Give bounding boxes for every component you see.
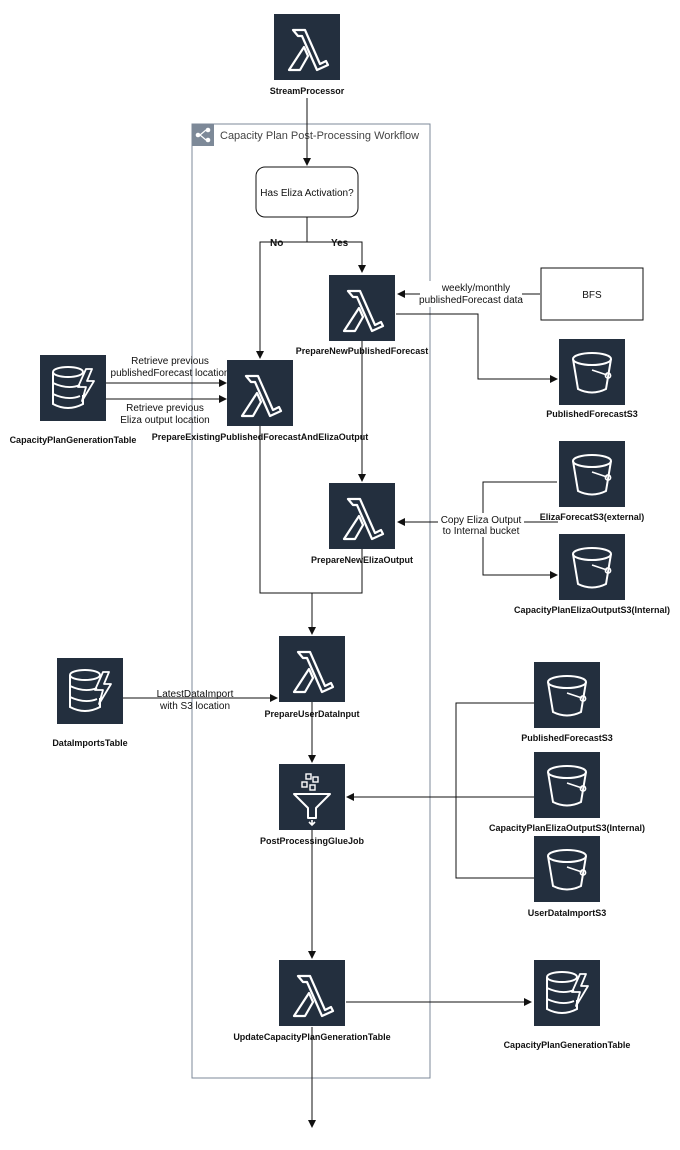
lambda-icon[interactable] bbox=[279, 960, 345, 1026]
node-user-data-import-s3: UserDataImportS3 bbox=[528, 908, 607, 918]
edge-s3-bracket bbox=[455, 702, 534, 879]
node-prepare-new-published-forecast: PrepareNewPublishedForecast bbox=[296, 346, 429, 356]
node-published-forecast-s3-bottom: PublishedForecastS3 bbox=[521, 733, 613, 743]
yes-label: Yes bbox=[331, 238, 349, 249]
edge-label-bfs-2: publishedForecast data bbox=[419, 295, 523, 306]
s3-bucket-icon[interactable] bbox=[534, 662, 600, 728]
node-post-processing-glue-job: PostProcessingGlueJob bbox=[260, 836, 365, 846]
edge-label-retrieve-eliza-1: Retrieve previous bbox=[126, 403, 204, 414]
connectors bbox=[106, 98, 558, 1128]
workflow-title: Capacity Plan Post-Processing Workflow bbox=[220, 130, 419, 142]
bfs-label: BFS bbox=[582, 290, 602, 301]
step-functions-icon bbox=[192, 124, 214, 146]
edge-label-retrieve-pf-2: publishedForecast location bbox=[111, 368, 230, 379]
s3-bucket-icon[interactable] bbox=[559, 441, 625, 507]
s3-bucket-icon[interactable] bbox=[559, 534, 625, 600]
no-label: No bbox=[270, 238, 283, 249]
s3-bucket-icon[interactable] bbox=[534, 836, 600, 902]
lambda-icon[interactable] bbox=[329, 483, 395, 549]
dynamodb-icon[interactable] bbox=[57, 658, 123, 724]
decision-label: Has Eliza Activation? bbox=[260, 188, 354, 199]
node-data-imports-table: DataImportsTable bbox=[52, 738, 127, 748]
edge-pepf-merge bbox=[259, 426, 312, 594]
node-capacity-plan-generation-table-right: CapacityPlanGenerationTable bbox=[504, 1040, 631, 1050]
node-update-capacity-plan-generation-table: UpdateCapacityPlanGenerationTable bbox=[233, 1032, 390, 1042]
node-capacity-plan-generation-table-left: CapacityPlanGenerationTable bbox=[10, 435, 137, 445]
edge-pneo-merge bbox=[312, 549, 363, 594]
edge-no-branch bbox=[256, 241, 307, 359]
edge-label-copy-1: Copy Eliza Output bbox=[441, 515, 522, 526]
edge-label-retrieve-eliza-2: Eliza output location bbox=[120, 415, 210, 426]
node-published-forecast-s3-top: PublishedForecastS3 bbox=[546, 409, 638, 419]
node-capacity-plan-eliza-output-s3-top: CapacityPlanElizaOutputS3(Internal) bbox=[514, 605, 670, 615]
bfs-box[interactable] bbox=[540, 267, 644, 321]
decision-box[interactable] bbox=[255, 166, 359, 218]
edge-pnpf-to-s3 bbox=[396, 313, 558, 383]
edge-label-bfs-1: weekly/monthly bbox=[441, 283, 510, 294]
node-eliza-forecast-s3-external: ElizaForecatS3(external) bbox=[540, 512, 645, 522]
edge-label-latest-2: with S3 location bbox=[159, 701, 230, 712]
node-prepare-user-data-input: PrepareUserDataInput bbox=[264, 709, 359, 719]
glue-icon[interactable] bbox=[279, 764, 345, 830]
dynamodb-icon[interactable] bbox=[40, 355, 106, 421]
node-stream-processor: StreamProcessor bbox=[270, 86, 345, 96]
s3-bucket-icon[interactable] bbox=[559, 339, 625, 405]
node-capacity-plan-eliza-output-s3-bottom: CapacityPlanElizaOutputS3(Internal) bbox=[489, 823, 645, 833]
lambda-icon[interactable] bbox=[329, 275, 395, 341]
lambda-icon[interactable] bbox=[274, 14, 340, 80]
edge-yes-branch bbox=[307, 241, 366, 273]
edge-label-retrieve-pf-1: Retrieve previous bbox=[131, 356, 209, 367]
edge-label-copy-2: to Internal bucket bbox=[443, 526, 520, 537]
node-prepare-existing: PrepareExistingPublishedForecastAndEliza… bbox=[152, 432, 369, 442]
edge-label-latest-1: LatestDataImport bbox=[157, 689, 234, 700]
node-prepare-new-eliza-output: PrepareNewElizaOutput bbox=[311, 555, 413, 565]
dynamodb-icon[interactable] bbox=[534, 960, 600, 1026]
lambda-icon[interactable] bbox=[227, 360, 293, 426]
lambda-icon[interactable] bbox=[279, 636, 345, 702]
s3-bucket-icon[interactable] bbox=[534, 752, 600, 818]
workflow-group bbox=[191, 123, 431, 1079]
